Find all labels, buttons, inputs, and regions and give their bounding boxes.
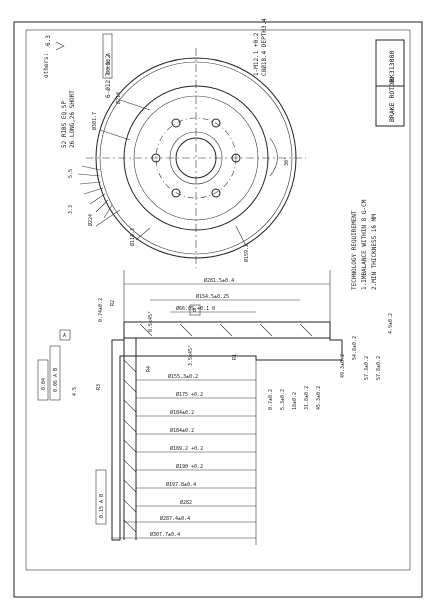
dim-label: R4 — [146, 366, 152, 372]
dim-label: 57.8±0.2 — [376, 356, 382, 380]
dim-label: Ø282 — [180, 499, 192, 506]
note-hole-tol: Ø0.20 A — [105, 53, 112, 74]
tolerance-frames: 0.04 0.06 A B 0.15 A B — [37, 345, 107, 525]
dim-label: 54.8±0.2 — [352, 336, 358, 360]
dim-label: Ø190 +0.2 — [176, 463, 203, 470]
section-outline — [111, 321, 343, 541]
dim-label: Ø154.5±0.25 — [196, 293, 229, 300]
tolerance-frame — [49, 345, 61, 401]
datums: A B — [59, 304, 201, 341]
feature-notes: 52 RIBS EQ.SP 26 LONG,26 SHORT 6-Ø12.7 +… — [61, 18, 268, 148]
dim-friction-dia: Ø218 — [115, 92, 122, 104]
dim-label: Ø155.3±0.2 — [168, 373, 198, 380]
dim-label: Ø197.8±0.4 — [166, 481, 196, 488]
surface-note-symbol: 6.3 — [45, 35, 52, 46]
lug-hole — [171, 188, 181, 198]
title-part-name: BRAKE ROTOR — [388, 79, 396, 122]
front-view: Ø301.7 Ø218 Ø224 Ø114.3 Ø159.2 30° 5.5 3… — [68, 48, 306, 268]
dim-label: 0.7±0.2 — [268, 389, 274, 410]
drawing-border — [13, 21, 423, 598]
dim-label: Ø189.2 +0.2 — [170, 445, 203, 452]
hole-tolerance-frame — [102, 33, 113, 79]
dim-label: 31.8±0.2 — [304, 386, 310, 410]
dim-rib-width: 5.5 — [68, 169, 74, 178]
dim-label: Ø307.7±0.4 — [150, 531, 180, 538]
note-ribs: 52 RIBS EQ.SP — [61, 101, 68, 148]
dim-label: R3 — [96, 384, 102, 390]
lug-hole — [211, 118, 221, 128]
datum-box — [59, 329, 71, 341]
note-threads: 1-M12.1 +0.2 — [253, 32, 260, 76]
tech-req-item: 1.IMBALANCE WITHIN 8 G-CM — [361, 199, 368, 290]
dim-label: 18±0.2 — [292, 392, 298, 410]
dim-label: 45.3±0.2 — [316, 386, 322, 410]
section-hat — [123, 321, 331, 339]
datum-box — [189, 304, 201, 316]
lug-hole — [171, 118, 181, 128]
dim-label: Ø66.05 +0.1 0 — [176, 305, 215, 312]
section-view — [111, 270, 343, 545]
dim-outer-dia: Ø301.7 — [91, 112, 98, 130]
note-holes: 6-Ø12.7 +0.2 — [105, 54, 112, 98]
tolerance-frame-label: 0.04 — [41, 378, 47, 390]
dim-label: Ø175 +0.2 — [176, 391, 203, 398]
dim-label: 3.5x45° — [188, 345, 194, 366]
dim-label: 49.3±0.2 — [340, 354, 346, 378]
dim-label: 0.5x45° — [148, 311, 154, 332]
title-block: BRAKE ROTOR BK313080 — [375, 39, 405, 127]
tech-req-heading: TECHNOLOGY REQUIREMENT — [351, 210, 358, 290]
dim-label: 0.74±0.2 — [98, 298, 104, 322]
dim-label: Ø184±0.2 — [170, 427, 194, 434]
dim-label: R1 — [232, 354, 238, 360]
dim-angle: 30° — [284, 157, 290, 166]
dim-label: 57.3±0.2 — [364, 356, 370, 380]
section-vertical-dims: 0.7±0.2 5.3±0.2 18±0.2 31.8±0.2 45.3±0.2… — [72, 298, 394, 410]
surface-finish-symbol-icon — [55, 41, 65, 51]
tolerance-frame-label: 0.15 A B — [99, 494, 105, 518]
tech-requirements: TECHNOLOGY REQUIREMENT 1.IMBALANCE WITHI… — [351, 199, 378, 290]
dim-label: Ø287.4±0.4 — [160, 515, 190, 522]
dim-rib-gap: 3.3 — [68, 205, 74, 214]
tolerance-frame — [37, 359, 49, 401]
dim-vent-dia: Ø224 — [87, 214, 94, 226]
dim-label: 4.9±0.2 — [388, 313, 394, 334]
tech-req-item: 2.MIN THICKNESS 16 MM — [371, 214, 378, 290]
dim-label: 4.5 — [72, 387, 78, 396]
section-horizontal-dims: Ø281.5±0.4 Ø154.5±0.25 Ø66.05 +0.1 0 Ø15… — [150, 277, 234, 538]
tolerance-frame — [95, 469, 107, 525]
title-part-number: BK313080 — [388, 51, 396, 82]
note-ribs-detail: 26 LONG,26 SHORT — [69, 90, 76, 148]
surface-note: others: 6.3 — [43, 35, 65, 78]
drawing-inner-border — [25, 29, 411, 571]
diameter-lines — [112, 283, 330, 539]
lug-hole — [211, 188, 221, 198]
dim-label: Ø184±0.2 — [170, 409, 194, 416]
note-thread-depth: C8Ø18.4 DEPTH3.4 — [261, 18, 268, 76]
tolerance-frame-label: 0.06 A B — [53, 368, 59, 392]
dim-bolt-circle: Ø114.3 — [129, 228, 136, 246]
rotor-friction-ring — [99, 61, 293, 255]
datum-label: A — [63, 333, 66, 339]
surface-note-label: others: — [43, 53, 50, 78]
datum-label: B — [193, 308, 196, 314]
vent-ribs — [77, 165, 113, 219]
dim-label: 5.3±0.2 — [280, 389, 286, 410]
dim-label: Ø281.5±0.4 — [204, 277, 234, 284]
dim-label: R2 — [110, 300, 116, 306]
section-hatching — [123, 323, 313, 533]
dim-hat-dia: Ø159.2 — [243, 244, 250, 262]
